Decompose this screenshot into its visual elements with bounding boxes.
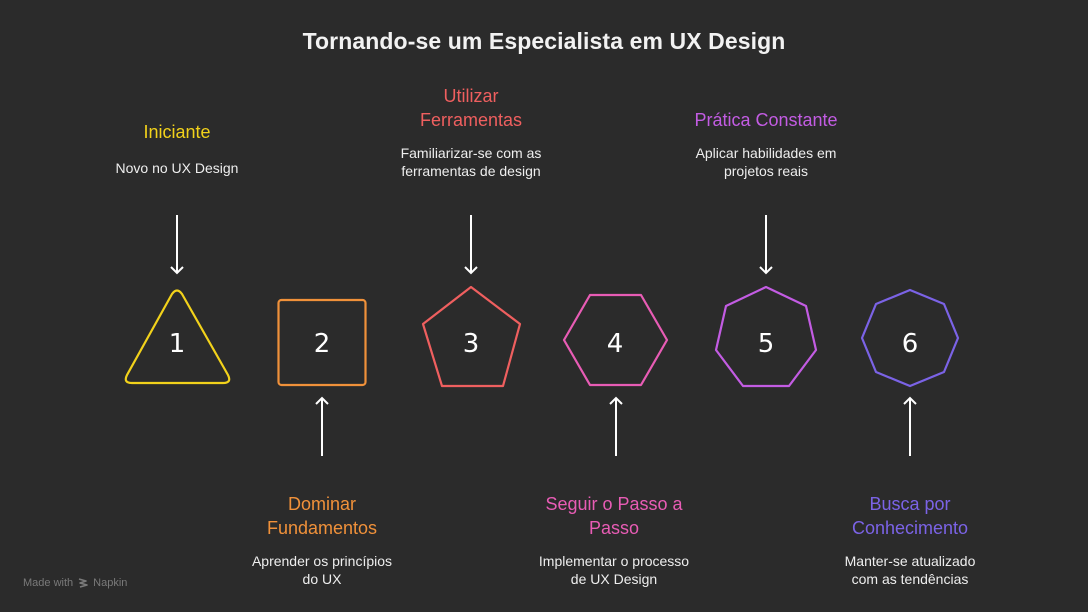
step-1-label: Iniciante [143, 122, 211, 142]
made-with-napkin-footer[interactable]: Made with Napkin [23, 577, 127, 589]
step-5-heptagon: 5 [714, 285, 818, 388]
step-6-octagon: 6 [860, 288, 960, 388]
step-3-pentagon: 3 [421, 285, 522, 388]
svg-text:2: 2 [314, 329, 331, 359]
step-5-label: Prática Constante [694, 110, 838, 130]
step-4-hexagon: 4 [562, 293, 669, 387]
svg-text:6: 6 [902, 329, 919, 359]
step-4-description: Implementar o processo de UX Design [538, 553, 690, 587]
step-2-description: Aprender os princípios do UX [251, 553, 393, 587]
step-1-description: Novo no UX Design [115, 160, 239, 176]
step-2-square: 2 [277, 298, 367, 387]
step-6-description: Manter-se atualizado com as tendências [844, 553, 976, 587]
svg-text:5: 5 [758, 329, 775, 359]
step-3-description: Familiarizar-se com as ferramentas de de… [400, 145, 542, 179]
step-4-label: Seguir o Passo a Passo [545, 494, 683, 538]
svg-text:3: 3 [463, 329, 480, 359]
step-6-label: Busca por Conhecimento [851, 494, 969, 538]
step-5-description: Aplicar habilidades em projetos reais [695, 145, 837, 179]
step-3-label: Utilizar Ferramentas [419, 86, 523, 130]
step-2-label: Dominar Fundamentos [266, 494, 378, 538]
made-with-text: Made with [23, 577, 74, 589]
page-title: Tornando-se um Especialista em UX Design [302, 28, 786, 54]
svg-text:4: 4 [607, 329, 624, 359]
svg-text:1: 1 [169, 329, 186, 359]
napkin-logo-icon [78, 578, 88, 588]
napkin-brand-text: Napkin [93, 577, 128, 589]
step-1-triangle: 1 [124, 289, 231, 385]
